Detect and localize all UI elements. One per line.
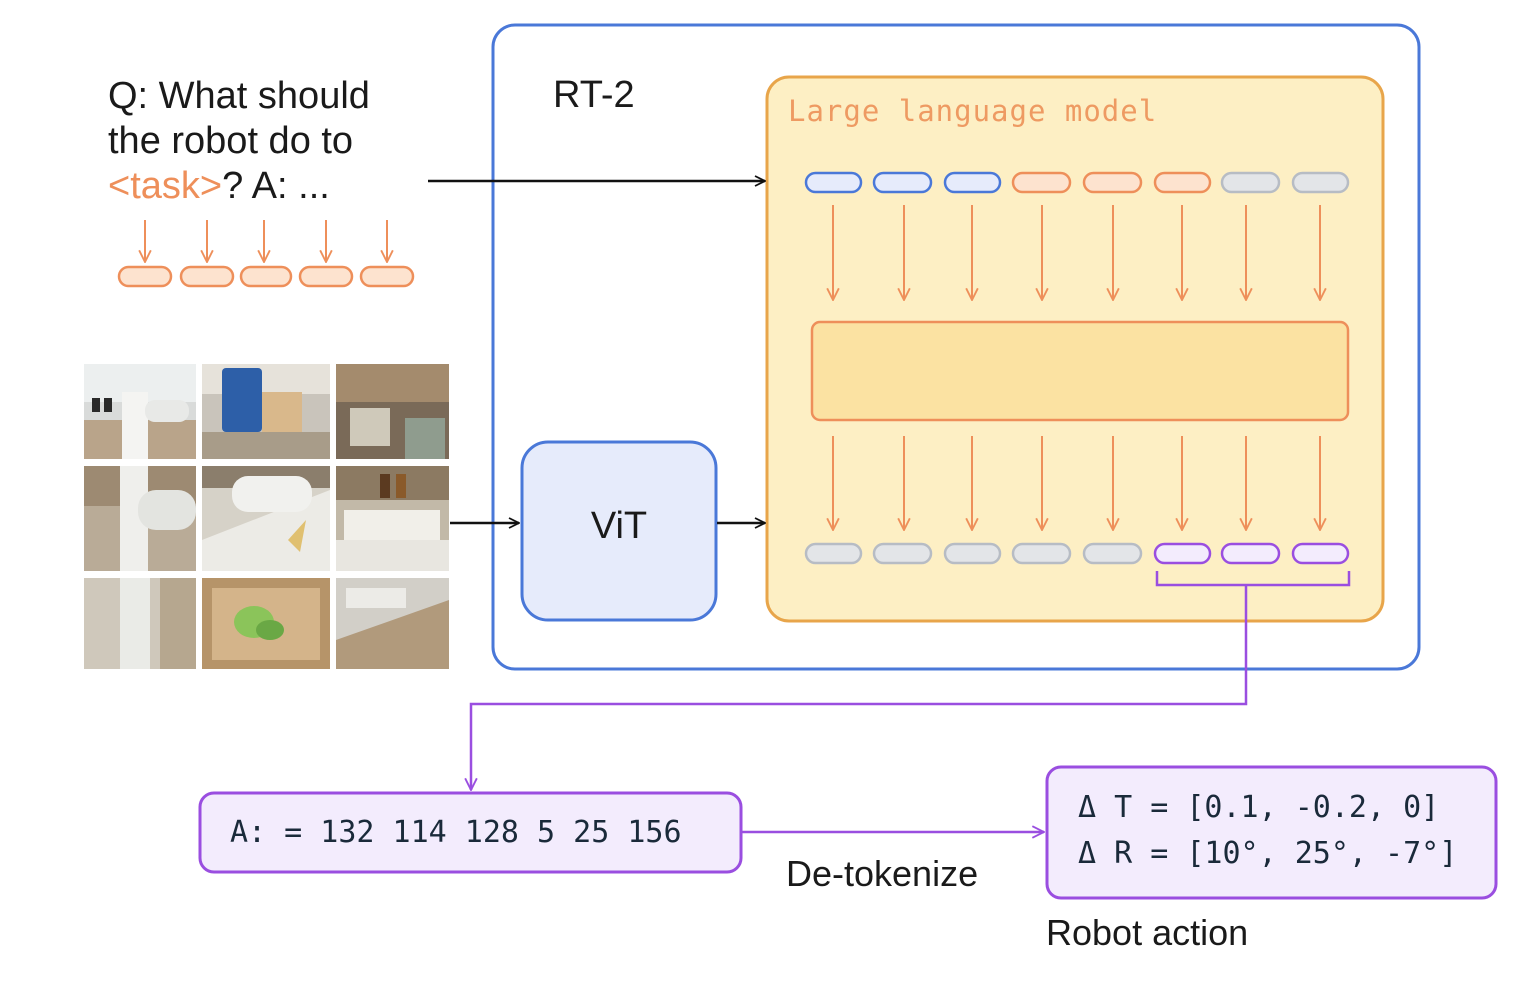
image-patch: [84, 466, 196, 571]
text-token: [117, 265, 173, 288]
question-line-3: <task>? A: ...: [108, 164, 370, 209]
text-token: [1011, 171, 1072, 194]
llm-input-arrows: [833, 205, 1320, 300]
llm-output-arrows: [833, 436, 1320, 530]
text-token: [359, 265, 415, 288]
text-token: [1082, 171, 1143, 194]
action-token-bracket: [1155, 571, 1351, 587]
task-placeholder: <task>: [108, 165, 223, 207]
detokenize-label: De-tokenize: [786, 853, 979, 894]
vit-box: [520, 440, 718, 622]
image-token: [1220, 171, 1281, 194]
question-token: [943, 171, 1002, 194]
image-token: [1291, 171, 1350, 194]
action-token: [1153, 542, 1212, 565]
image-token: [804, 542, 863, 565]
image-token: [1082, 542, 1143, 565]
text-token: [179, 265, 235, 288]
image-token: [872, 542, 933, 565]
question-prompt: Q: What should the robot do to <task>? A…: [108, 74, 370, 209]
question-tokenize-arrows: [145, 220, 387, 262]
action-token: [1220, 542, 1281, 565]
robot-camera-image-grid: [84, 364, 449, 669]
robot-action-label: Robot action: [1046, 912, 1249, 953]
robot-action-box: [1045, 765, 1498, 900]
image-patch: [336, 578, 449, 669]
action-tokens-box: [198, 791, 743, 874]
question-suffix: ? A: ...: [222, 165, 330, 207]
translation-delta: Δ T = [0.1, -0.2, 0]: [1078, 790, 1440, 825]
image-patch: [84, 578, 196, 669]
question-token: [872, 171, 933, 194]
rotation-delta: Δ R = [10°, 25°, -7°]: [1078, 836, 1458, 871]
image-patch: [84, 364, 196, 459]
action-tokens-text: A: = 132 114 128 5 25 156: [230, 815, 682, 850]
text-token: [1153, 171, 1212, 194]
image-token: [1011, 542, 1072, 565]
image-patch: [202, 364, 330, 459]
question-tokens: [117, 265, 415, 288]
text-token: [298, 265, 354, 288]
rt2-label: RT-2: [553, 74, 635, 116]
image-token: [943, 542, 1002, 565]
action-token: [1291, 542, 1350, 565]
image-patch: [202, 578, 330, 669]
action-connector-arrow: [471, 585, 1248, 790]
vit-label: ViT: [590, 505, 648, 547]
question-line-1: Q: What should: [108, 75, 370, 117]
text-token: [239, 265, 293, 288]
llm-transformer-block: [810, 320, 1350, 422]
image-patch: [336, 364, 449, 459]
llm-label: Large language model: [788, 94, 1158, 128]
question-token: [804, 171, 863, 194]
llm-input-tokens: [804, 171, 1350, 194]
question-line-2: the robot do to: [108, 120, 354, 162]
image-patch: [336, 466, 449, 571]
llm-output-tokens: [804, 542, 1350, 565]
image-patch: [202, 466, 330, 571]
